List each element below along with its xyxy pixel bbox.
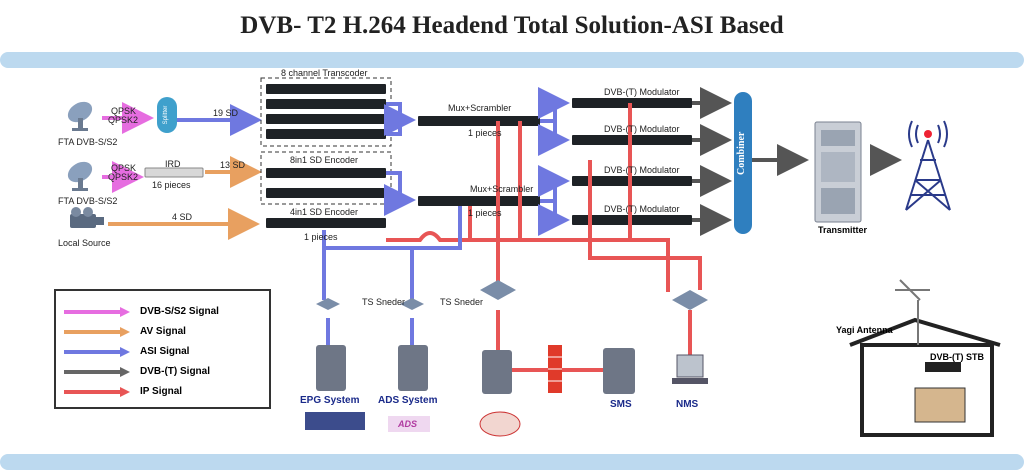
security-logo — [479, 411, 521, 437]
legend-label: ASI Signal — [140, 346, 190, 357]
ip-links — [386, 103, 702, 372]
mux-scrambler-1 — [418, 116, 540, 126]
encoder-group — [260, 151, 392, 205]
legend-arrows — [120, 307, 130, 397]
firewall-icon — [548, 345, 562, 393]
link-19sd-label: 19 SD — [213, 108, 239, 118]
ts-sender-label: TS Sneder — [362, 297, 406, 307]
mux1-label: Mux+Scrambler — [448, 103, 512, 113]
modulator-label: DVB-(T) Modulator — [604, 87, 680, 97]
mux2-count-label: 1 pieces — [468, 208, 502, 218]
mux2-label: Mux+Scrambler — [470, 184, 534, 194]
top-band — [0, 52, 1024, 68]
transmitter-icon — [814, 121, 862, 223]
ads-label: ADS System — [378, 395, 438, 406]
transmitter-label: Transmitter — [818, 225, 868, 235]
splitter-icon: Splitter — [157, 97, 177, 133]
modulators — [572, 98, 692, 225]
combiner-label: Combiner — [736, 131, 747, 175]
network-switch-icon — [480, 280, 708, 310]
epg-label: EPG System — [300, 395, 360, 406]
encoder8-label: 8in1 SD Encoder — [290, 155, 359, 165]
asi-links — [384, 102, 416, 216]
encoder4-count-label: 1 pieces — [304, 232, 338, 242]
ird-device — [144, 167, 204, 178]
qpsk2-label: QPSK2 — [108, 115, 139, 125]
modulator-label: DVB-(T) Modulator — [604, 204, 680, 214]
ads-logo — [388, 416, 430, 432]
encoder4-label: 4in1 SD Encoder — [290, 207, 359, 217]
ts-sender-icon — [316, 298, 424, 310]
rack-units — [266, 84, 386, 228]
ird-count-label: 16 pieces — [152, 180, 191, 190]
satellite-dish-icon — [67, 161, 93, 191]
bottom-band — [0, 454, 1024, 470]
mux-scrambler-2 — [418, 196, 540, 206]
sms-label: SMS — [610, 399, 632, 410]
legend-label: DVB-(T) Signal — [140, 366, 210, 377]
ird-label: IRD — [165, 159, 181, 169]
sat-source-label: FTA DVB-S/S2 — [58, 196, 118, 206]
sat-source-label: FTA DVB-S/S2 — [58, 137, 118, 147]
qpsk-label: QPSK — [111, 106, 137, 116]
splitter-label: Splitter — [163, 106, 169, 125]
modulator-label: DVB-(T) Modulator — [604, 165, 680, 175]
dvbt-links — [692, 87, 902, 236]
server-icons — [316, 345, 708, 394]
qpsk-label: QPSK — [111, 163, 137, 173]
stb-label: DVB-(T) STB — [930, 352, 984, 362]
legend-label: AV Signal — [140, 326, 186, 337]
link-4sd-label: 4 SD — [172, 212, 193, 222]
modulator-label: DVB-(T) Modulator — [604, 124, 680, 134]
diagram-title: DVB- T2 H.264 Headend Total Solution-ASI… — [240, 12, 784, 39]
local-source-label: Local Source — [58, 238, 111, 248]
nms-label: NMS — [676, 399, 699, 410]
yagi-antenna-label: Yagi Antenna — [836, 325, 893, 335]
legend-swatches — [64, 310, 120, 394]
tower-icon — [905, 120, 951, 211]
legend-label: IP Signal — [140, 386, 183, 397]
ts-sender-label: TS Sneder — [440, 297, 484, 307]
epg-screen-thumbnail — [305, 412, 365, 430]
ads-logo-label: ADS — [398, 419, 418, 429]
legend-box — [54, 289, 271, 409]
qpsk2-label: QPSK2 — [108, 172, 139, 182]
legend-label: DVB-S/S2 Signal — [140, 306, 219, 317]
combiner-bar — [734, 92, 752, 234]
asi-ts-links — [322, 206, 462, 345]
house-icon — [849, 279, 1001, 437]
link-13sd-label: 13 SD — [220, 160, 246, 170]
mux1-count-label: 1 pieces — [468, 128, 502, 138]
asi-mod-links — [538, 87, 570, 236]
satellite-dish-icon — [67, 101, 93, 131]
camera-icon — [70, 207, 104, 228]
transcoder-label: 8 channel Transcoder — [281, 68, 368, 78]
